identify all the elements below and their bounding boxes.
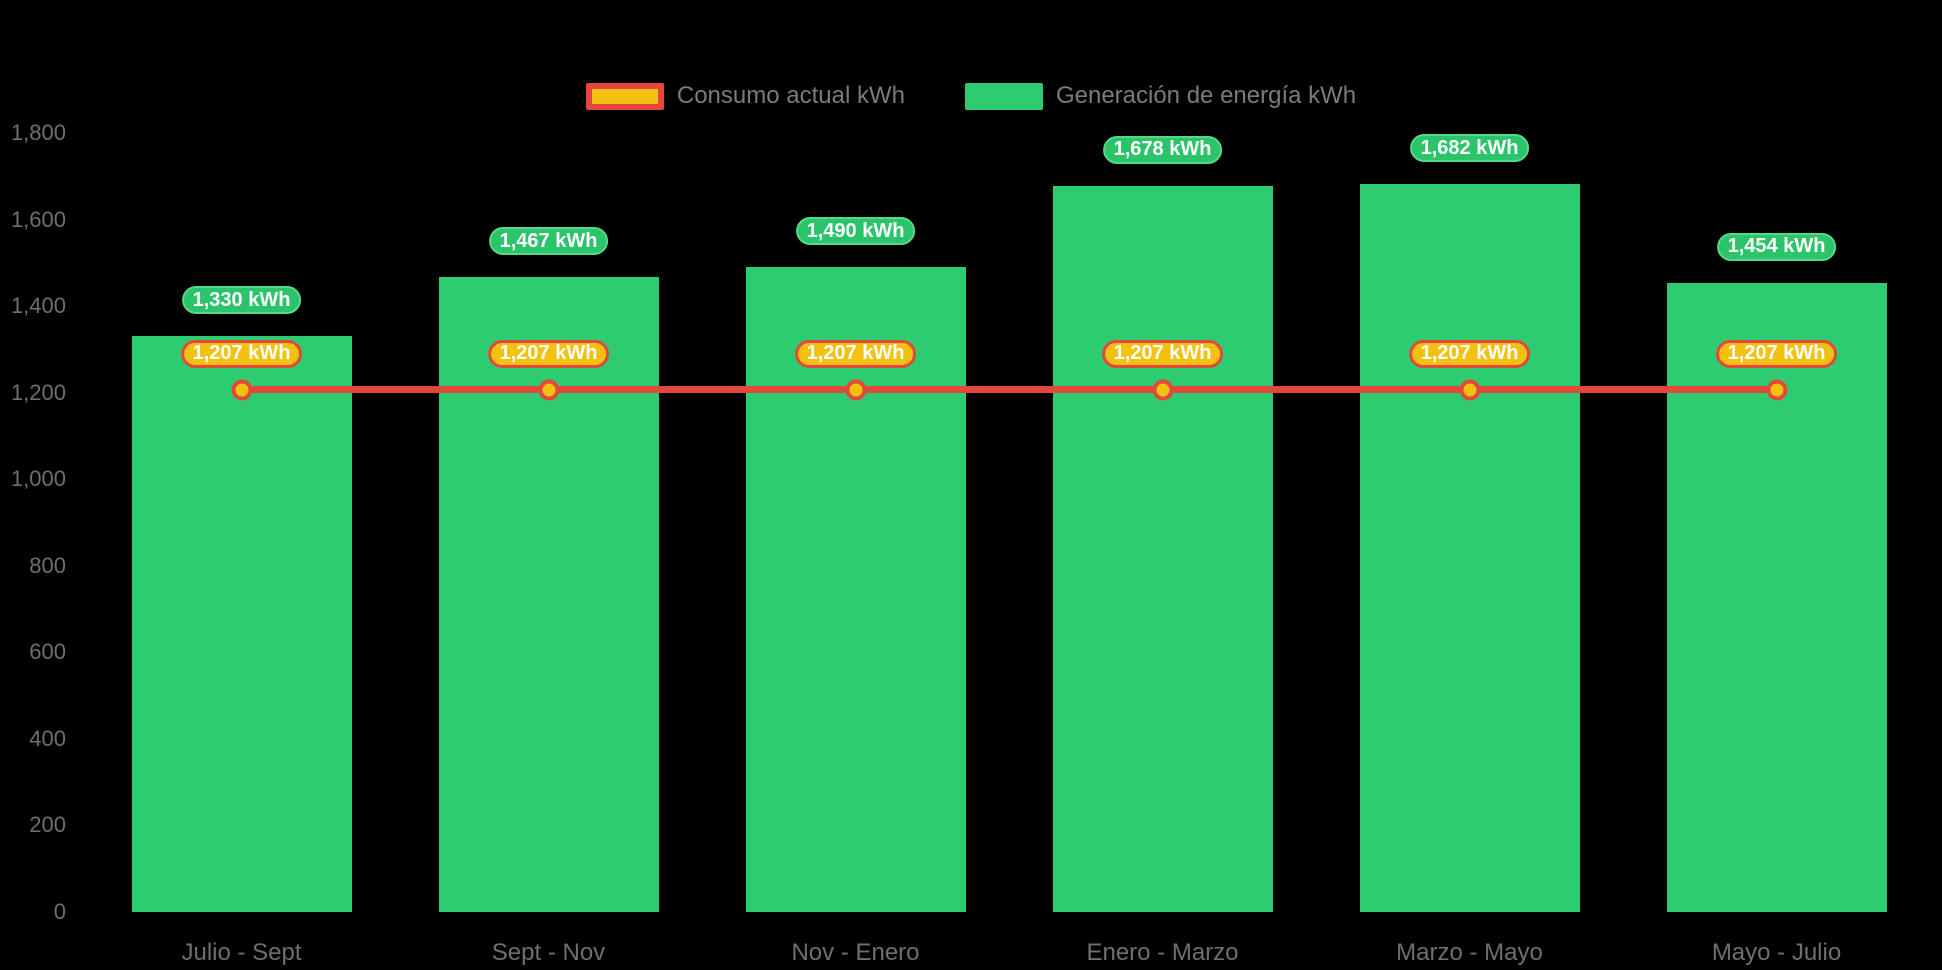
bar-value-label: 1,467 kWh xyxy=(488,227,609,256)
bar-generacion[interactable] xyxy=(1052,185,1273,912)
bar-generacion[interactable] xyxy=(1359,184,1580,912)
bar-value-label: 1,678 kWh xyxy=(1102,135,1223,164)
consumo-line xyxy=(241,386,1777,394)
consumo-point[interactable] xyxy=(1152,379,1173,401)
legend-item-consumo-actual[interactable]: Consumo actual kWh xyxy=(585,82,905,110)
legend-label-consumo: Consumo actual kWh xyxy=(676,82,905,109)
y-axis-tick-label: 1,200 xyxy=(10,379,66,405)
bar-value-label: 1,490 kWh xyxy=(795,217,916,246)
consumo-value-label: 1,207 kWh xyxy=(1715,339,1838,368)
bar-value-label: 1,682 kWh xyxy=(1409,134,1530,163)
bar-generacion[interactable] xyxy=(745,267,966,912)
bar-generacion[interactable] xyxy=(131,336,352,912)
consumo-value-label: 1,207 kWh xyxy=(1101,339,1224,368)
bar-value-label: 1,454 kWh xyxy=(1716,232,1837,261)
consumo-value-label: 1,207 kWh xyxy=(1408,339,1531,368)
y-axis-tick-label: 0 xyxy=(53,899,66,924)
y-axis-tick-label: 800 xyxy=(29,552,66,578)
legend-item-generacion[interactable]: Generación de energía kWh xyxy=(964,82,1357,110)
consumo-value-label: 1,207 kWh xyxy=(180,339,303,368)
y-axis-tick-label: 1,600 xyxy=(10,206,66,232)
y-axis-tick-label: 400 xyxy=(29,725,66,751)
x-axis-label: Mayo - Julio xyxy=(1711,939,1842,966)
consumo-point[interactable] xyxy=(538,379,559,401)
x-axis-label: Nov - Enero xyxy=(791,939,920,966)
y-axis-tick-label: 1,000 xyxy=(10,466,66,492)
consumo-point[interactable] xyxy=(231,379,252,401)
x-axis-label: Sept - Nov xyxy=(491,939,606,966)
bar-value-label: 1,330 kWh xyxy=(181,286,302,315)
y-axis-tick-label: 1,400 xyxy=(10,293,66,319)
consumo-swatch-icon xyxy=(585,82,664,110)
consumo-value-label: 1,207 kWh xyxy=(487,339,610,368)
generacion-swatch-icon xyxy=(964,82,1043,110)
consumo-point[interactable] xyxy=(1459,379,1480,401)
consumo-point[interactable] xyxy=(845,379,866,401)
bar-generacion[interactable] xyxy=(1666,282,1887,912)
legend-label-generacion: Generación de energía kWh xyxy=(1055,82,1357,109)
y-axis-tick-label: 200 xyxy=(29,812,66,838)
x-axis-label: Marzo - Mayo xyxy=(1396,939,1543,966)
legend: Consumo actual kWh Generación de energía… xyxy=(0,82,1942,110)
bar-generacion[interactable] xyxy=(438,277,659,912)
x-axis-label: Enero - Marzo xyxy=(1086,939,1239,966)
y-axis-tick-label: 600 xyxy=(29,639,66,665)
consumo-value-label: 1,207 kWh xyxy=(794,339,917,368)
x-axis-label: Julio - Sept xyxy=(181,939,302,966)
y-axis-tick-label: 1,800 xyxy=(10,120,66,145)
consumo-point[interactable] xyxy=(1766,379,1787,401)
